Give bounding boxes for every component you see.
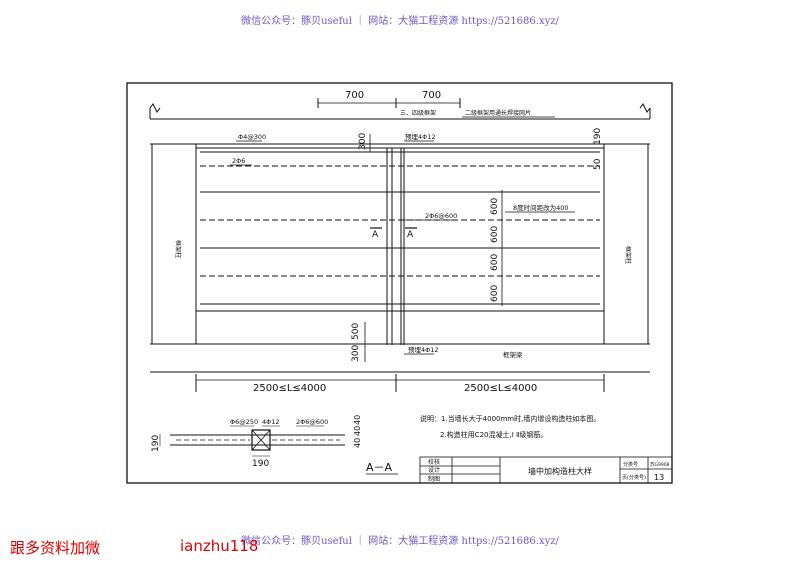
dim-span-right: 2500≤L≤4000: [464, 383, 537, 394]
section-a-a: Φ6@250 4Φ12 2Φ6@600 190 190 40 40 40 A－A: [151, 415, 398, 475]
watermark-bottom: 微信公众号：豚贝useful ｜ 网站：大猫工程资源 https://52168…: [241, 536, 559, 547]
construction-column: [386, 148, 405, 345]
note-line1: 说明：1.当墙长大于4000mm时,墙内增设构造柱如本图。: [420, 414, 600, 423]
watermark-top: 微信公众号：豚贝useful ｜ 网站：大猫工程资源 https://52168…: [241, 16, 559, 27]
drawing-frame: [126, 82, 673, 484]
tb-page-label: 页(分类号): [622, 474, 646, 481]
section-d190-left: 190: [151, 435, 161, 452]
title-block: [419, 456, 673, 484]
tb-check: 校核: [428, 458, 440, 466]
break-mark: [149, 103, 161, 113]
label-phi4-300: Φ4@300: [238, 133, 266, 141]
left-column: [151, 143, 197, 345]
tb-title: 墙中加构造柱大样: [528, 466, 592, 476]
tb-draw: 制图: [428, 475, 440, 483]
dim-300-lower: 300: [351, 345, 361, 362]
note-line2: 2.构造柱用C20混凝土,Ⅰ Ⅱ级钢筋。: [440, 430, 547, 439]
label-right-col: 框架柱: [624, 246, 632, 264]
section-d40-2: 40: [353, 426, 362, 436]
section-s3: 2Φ6@600: [296, 418, 328, 426]
section-d190-bottom: 190: [252, 459, 269, 469]
label-bottom-rebar: 预埋4Φ12: [408, 345, 439, 354]
section-mark-a-right: A: [407, 230, 414, 240]
dim-700-left: 700: [345, 90, 364, 101]
dim-190: 190: [593, 128, 603, 145]
section-s1: Φ6@250: [230, 418, 258, 426]
tb-atlas-value: 苏G9908: [650, 461, 670, 468]
section-mark-a-left: A: [372, 230, 379, 240]
label-left-col: 框架柱: [174, 240, 182, 258]
label-mesh: 2Φ6@600: [425, 212, 457, 220]
tb-page-value: 13: [654, 473, 664, 482]
right-column: [603, 143, 649, 345]
label-grade2: 二级框架用通长焊接网片: [465, 109, 531, 117]
section-title: A－A: [366, 461, 393, 474]
dim-span-left: 2500≤L≤4000: [253, 383, 326, 394]
label-top-rebar: 预埋4Φ12: [405, 132, 436, 141]
horizontal-mesh: [200, 151, 600, 305]
tb-design: 设计: [428, 466, 440, 474]
section-s2: 4Φ12: [262, 418, 280, 426]
label-2phi6: 2Φ6: [232, 157, 245, 165]
dim-500-lower: 500: [351, 323, 361, 340]
dim-600-1: 600: [490, 198, 500, 215]
tb-atlas-label: 分类号: [623, 461, 638, 468]
label-spacing8: 8度时间距改为400: [513, 203, 569, 212]
promo-text-right: ianzhu118: [180, 537, 259, 555]
dim-600-4: 600: [490, 285, 500, 302]
label-frame-beam: 框架梁: [503, 350, 523, 359]
label-grade34: 三、四级框架: [400, 109, 436, 117]
section-d40-3: 40: [353, 415, 362, 425]
section-d40-1: 40: [353, 438, 362, 448]
wall-outline: [195, 147, 605, 312]
dim-700-right: 700: [422, 90, 441, 101]
promo-text-left: 跟多资料加微: [10, 539, 101, 557]
dim-600-2: 600: [490, 226, 500, 243]
break-mark: [639, 103, 651, 113]
dim-600-3: 600: [490, 254, 500, 271]
dim-300-upper: 300: [358, 133, 368, 150]
dim-50: 50: [593, 158, 603, 170]
